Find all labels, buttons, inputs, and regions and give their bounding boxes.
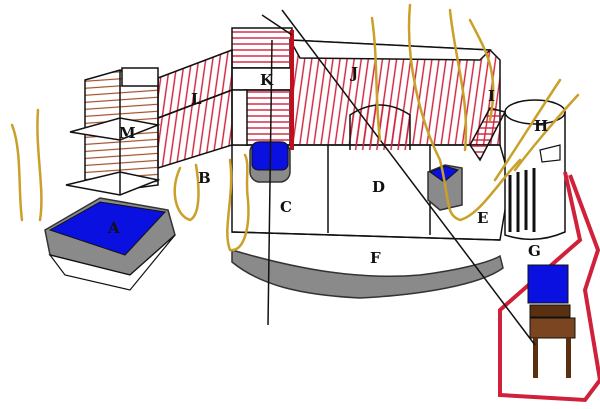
label-b: B xyxy=(198,169,211,187)
label-c: C xyxy=(280,198,292,216)
label-f: F xyxy=(370,249,381,267)
label-e: E xyxy=(477,209,488,227)
area-labels: A B C D E F G H I J K L M xyxy=(107,64,548,267)
pool-a xyxy=(44,197,176,291)
east-wall-path xyxy=(498,171,600,403)
wall-i xyxy=(469,107,507,162)
label-a: A xyxy=(107,219,120,237)
label-j: J xyxy=(349,64,358,82)
throne-g xyxy=(527,264,576,378)
label-g: G xyxy=(528,242,541,260)
gate-tower-k xyxy=(231,27,294,150)
stone-wall-f xyxy=(231,248,504,299)
label-h: H xyxy=(534,117,548,135)
label-i: I xyxy=(488,87,495,105)
label-m: M xyxy=(119,124,136,142)
label-k: K xyxy=(260,71,274,89)
label-l: L xyxy=(191,90,202,108)
trees xyxy=(10,3,580,252)
label-d: D xyxy=(372,178,385,196)
tower-m xyxy=(65,67,161,196)
